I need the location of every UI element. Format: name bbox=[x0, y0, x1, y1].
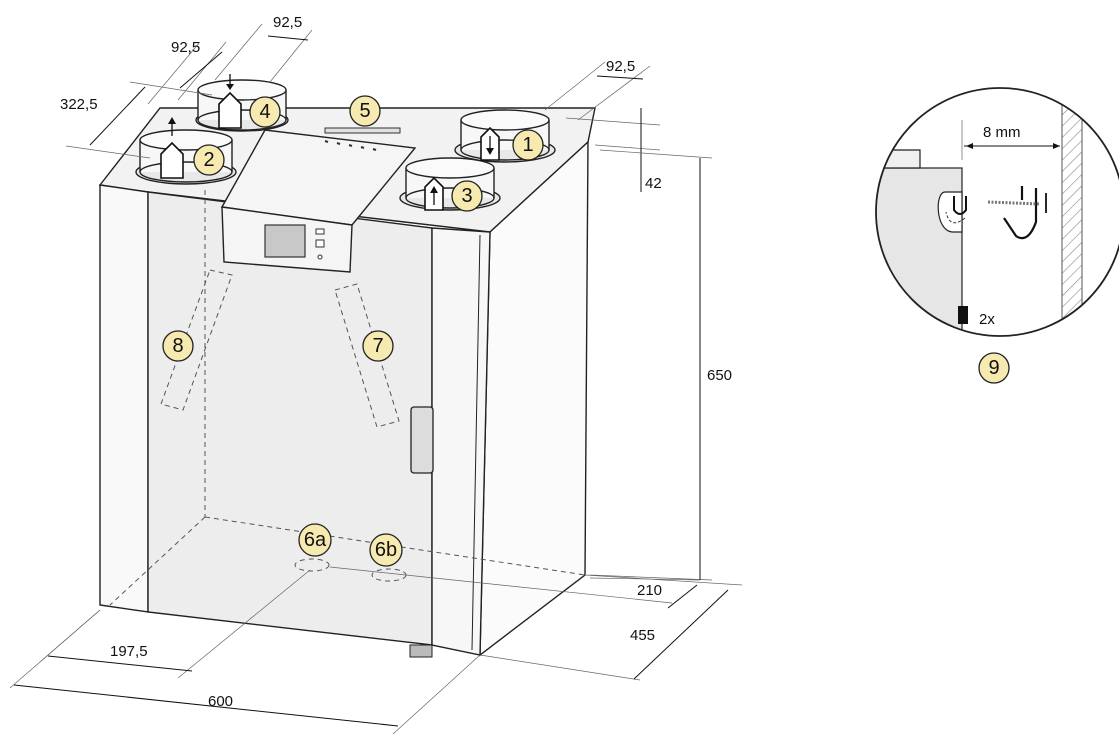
dim-spigot-spacing-right: 92,5 bbox=[544, 58, 651, 121]
dim-197-label: 197,5 bbox=[110, 643, 148, 660]
callout-3-label: 3 bbox=[461, 185, 472, 207]
display-screen[interactable] bbox=[264, 224, 306, 258]
callout-9-label: 9 bbox=[988, 357, 999, 379]
dim-455-label: 455 bbox=[630, 627, 655, 644]
house-arrow-up-icon bbox=[160, 117, 184, 179]
detail-wall bbox=[1061, 88, 1083, 336]
panel-button-top[interactable] bbox=[315, 228, 325, 235]
panel-button-mid[interactable] bbox=[315, 239, 325, 248]
dim-right-label: 92,5 bbox=[606, 58, 635, 75]
callout-5: 5 bbox=[349, 95, 381, 127]
callout-8-label: 8 bbox=[172, 335, 183, 357]
u-hook-icon bbox=[953, 196, 967, 215]
dim-spigot-spacing-top: 92,5 bbox=[214, 14, 313, 83]
dim-drain-depth: 210 bbox=[329, 566, 701, 609]
dim-left-label: 92,5 bbox=[171, 39, 200, 56]
cable-slot bbox=[324, 127, 401, 134]
callout-9: 9 bbox=[978, 352, 1010, 384]
dim-spigot-height: 42 bbox=[565, 108, 662, 192]
callout-2-label: 2 bbox=[203, 149, 214, 171]
callout-4-label: 4 bbox=[259, 101, 270, 123]
screw-icon bbox=[987, 200, 1041, 206]
dim-spigot-spacing-left: 92,5 bbox=[147, 39, 227, 105]
dim-210-label: 210 bbox=[637, 582, 662, 599]
callout-1: 1 bbox=[512, 129, 544, 161]
dim-depth: 455 bbox=[479, 574, 743, 681]
callout-1-label: 1 bbox=[522, 134, 533, 156]
house-arrow-down-icon bbox=[218, 74, 242, 129]
panel-top-marks bbox=[324, 140, 377, 151]
dim-height-42-label: 42 bbox=[645, 175, 662, 192]
control-panel bbox=[220, 127, 417, 273]
callout-8: 8 bbox=[162, 330, 194, 362]
callout-6b: 6b bbox=[369, 533, 403, 567]
dim-height: 650 bbox=[589, 149, 732, 581]
drain-6a-outline bbox=[294, 558, 330, 572]
dim-depth-offset-label: 322,5 bbox=[60, 96, 98, 113]
unit-foot bbox=[409, 644, 433, 658]
spigot-3 bbox=[399, 157, 501, 211]
dim-650-label: 650 bbox=[707, 367, 732, 384]
callout-7: 7 bbox=[362, 330, 394, 362]
dim-depth-offset: 322,5 bbox=[60, 81, 213, 159]
detail-gap-label: 8 mm bbox=[983, 124, 1021, 141]
callout-2: 2 bbox=[193, 144, 225, 176]
detail-circle-border bbox=[875, 87, 1119, 337]
dim-width: 600 bbox=[9, 609, 481, 735]
panel-led bbox=[317, 254, 323, 260]
duct-arrow-down-icon bbox=[480, 126, 500, 161]
callout-5-label: 5 bbox=[359, 100, 370, 122]
detail-black-tab bbox=[958, 306, 968, 324]
door-handle[interactable] bbox=[410, 406, 434, 474]
callout-7-label: 7 bbox=[372, 335, 383, 357]
callout-6b-label: 6b bbox=[375, 539, 397, 561]
duct-arrow-up-icon bbox=[424, 176, 444, 211]
dim-top-label: 92,5 bbox=[273, 14, 302, 31]
callout-6a-label: 6a bbox=[304, 529, 327, 551]
callout-3: 3 bbox=[451, 180, 483, 212]
unit-left-panel bbox=[99, 184, 149, 613]
unit-right-pillar bbox=[431, 227, 491, 656]
callout-6a: 6a bbox=[298, 523, 332, 557]
dim-600-label: 600 bbox=[208, 693, 233, 710]
detail-quantity-label: 2x bbox=[979, 311, 995, 328]
callout-4: 4 bbox=[249, 96, 281, 128]
filter-7-outline bbox=[334, 283, 400, 428]
wall-mount-detail: 8 mm 2x bbox=[875, 87, 1119, 337]
j-hook-icon bbox=[1003, 186, 1038, 240]
